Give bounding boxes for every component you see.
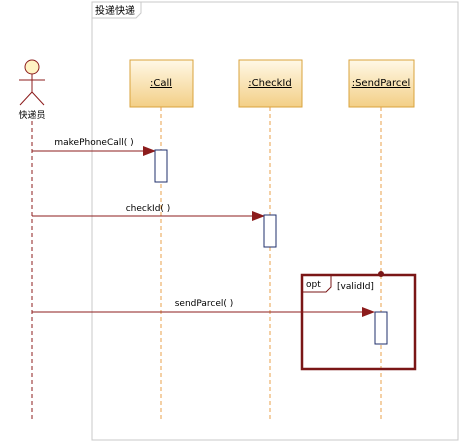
lifeline-checkid-head — [238, 59, 303, 108]
fragment-operator: opt — [306, 280, 321, 290]
message-check-id[interactable]: checkId( ) — [32, 204, 265, 221]
arrowhead-icon — [143, 146, 156, 156]
lifeline-checkid-label: :CheckId — [248, 78, 291, 89]
arrowhead-icon — [252, 211, 265, 221]
message-label: checkId( ) — [126, 204, 171, 214]
lifeline-checkid[interactable]: :CheckId — [238, 59, 303, 421]
message-label: sendParcel( ) — [175, 299, 234, 309]
lifeline-call[interactable]: :Call — [129, 59, 194, 421]
actor-stick-figure-icon — [19, 59, 45, 106]
activation-checkid — [263, 214, 277, 248]
message-label: makePhoneCall( ) — [54, 138, 133, 148]
fragment-anchor-icon — [378, 271, 384, 277]
message-send-parcel[interactable]: sendParcel( ) — [32, 299, 375, 317]
lifeline-call-label: :Call — [150, 78, 172, 89]
activation-sendparcel — [374, 311, 388, 345]
fragment-opt[interactable]: opt [validId] — [300, 271, 417, 371]
fragment-guard: [validId] — [337, 282, 374, 292]
lifeline-sendparcel-label: :SendParcel — [352, 78, 411, 89]
actor-label: 快递员 — [18, 109, 45, 121]
diagram-title: 投递快递 — [95, 4, 135, 17]
actor-courier[interactable]: 快递员 — [18, 59, 46, 121]
lifeline-sendparcel-head — [348, 59, 415, 108]
lifeline-sendparcel[interactable]: :SendParcel — [348, 59, 415, 421]
arrowhead-icon — [362, 307, 375, 317]
activation-call — [154, 149, 168, 183]
message-make-phone-call[interactable]: makePhoneCall( ) — [32, 138, 156, 156]
